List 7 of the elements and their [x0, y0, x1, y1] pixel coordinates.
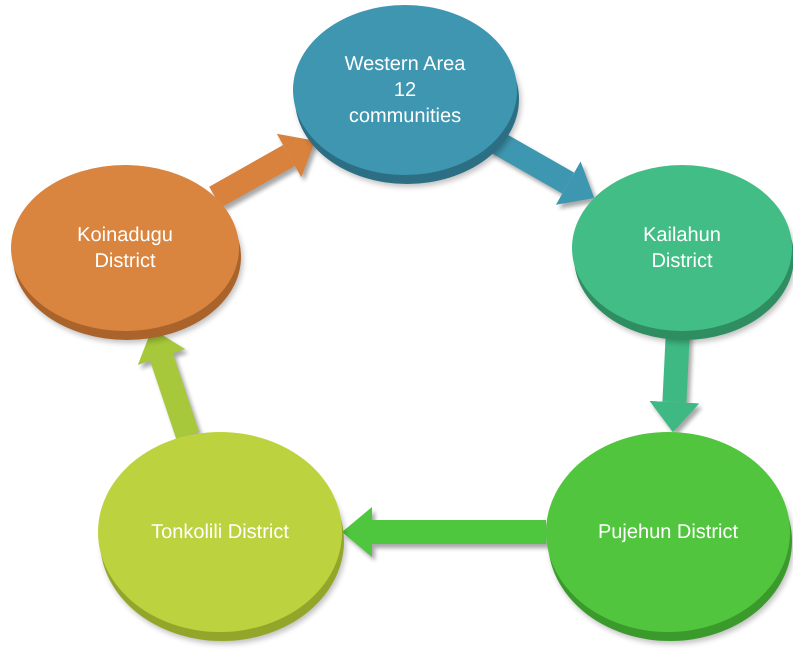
block-arrow — [209, 134, 316, 208]
node-label: Pujehun District — [596, 520, 740, 545]
node-label: Kailahun District — [642, 223, 722, 274]
block-arrow — [342, 507, 546, 557]
node-label: Koinadugu District — [76, 223, 174, 274]
node-label: Western Area 12 communities — [344, 52, 466, 129]
node-label: Tonkolili District — [150, 520, 290, 545]
